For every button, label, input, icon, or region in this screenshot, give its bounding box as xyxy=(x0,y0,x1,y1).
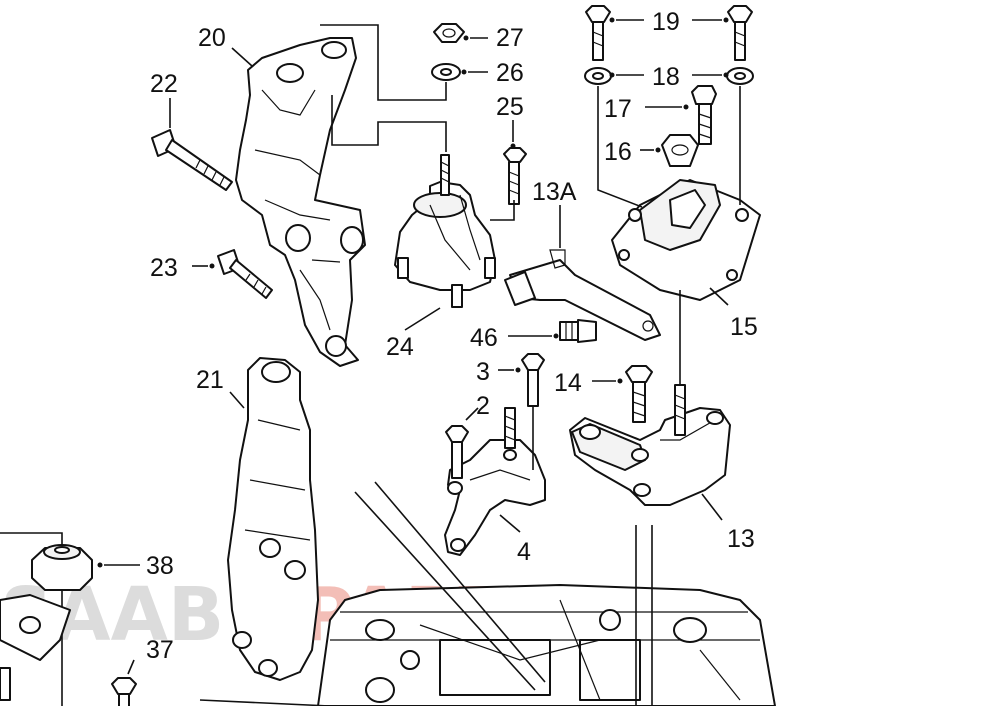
part-18-washer-right xyxy=(726,67,754,85)
part-19-bolt-left xyxy=(585,5,611,61)
part-37-bolt xyxy=(111,677,137,706)
part-15-upper-mount xyxy=(611,179,761,301)
callout-27: 27 xyxy=(496,24,524,52)
callout-14: 14 xyxy=(554,369,582,397)
callout-20: 20 xyxy=(198,24,226,52)
engine-bay-overview xyxy=(317,584,776,706)
part-4-bracket xyxy=(444,407,546,556)
part-13a-stay xyxy=(504,249,661,341)
callout-18: 18 xyxy=(652,63,680,91)
callout-23: 23 xyxy=(150,254,178,282)
callout-3: 3 xyxy=(476,358,490,386)
part-14-bolt xyxy=(625,365,653,423)
callout-16: 16 xyxy=(604,138,632,166)
part-16-nut xyxy=(661,134,699,167)
part-38-bushing xyxy=(31,544,93,591)
callout-2: 2 xyxy=(476,392,490,420)
callout-26: 26 xyxy=(496,59,524,87)
part-20-engine-bracket xyxy=(235,37,366,367)
callout-15: 15 xyxy=(730,313,758,341)
callout-21: 21 xyxy=(196,366,224,394)
lower-arm xyxy=(0,594,71,661)
part-27-nut xyxy=(433,23,465,43)
leader-lines xyxy=(97,17,729,675)
part-13-gearbox-mount xyxy=(569,384,731,506)
callout-25: 25 xyxy=(496,93,524,121)
part-22-bolt xyxy=(151,129,233,191)
callout-4: 4 xyxy=(517,538,531,566)
part-26-washer xyxy=(431,63,461,81)
part-21-subframe-member xyxy=(227,357,319,681)
part-46-bolt xyxy=(559,319,597,343)
callout-38: 38 xyxy=(146,552,174,580)
callout-19: 19 xyxy=(652,8,680,36)
callout-13: 13 xyxy=(727,525,755,553)
callout-labels: 20 22 23 27 26 25 13A 19 18 17 16 15 24 … xyxy=(146,8,758,664)
part-2-bolt xyxy=(445,425,469,479)
callout-13a: 13A xyxy=(532,178,577,206)
part-19-bolt-right xyxy=(727,5,753,61)
part-24-engine-mount xyxy=(394,154,496,308)
part-17-bolt xyxy=(691,85,717,145)
part-23-bolt xyxy=(217,249,273,299)
callout-24: 24 xyxy=(386,333,414,361)
part-25-bolt xyxy=(503,147,527,205)
callout-17: 17 xyxy=(604,95,632,123)
part-18-washer-left xyxy=(584,67,612,85)
callout-37: 37 xyxy=(146,636,174,664)
small-bolt-left xyxy=(0,667,11,701)
part-3-bolt xyxy=(521,353,545,407)
callout-46: 46 xyxy=(470,324,498,352)
callout-22: 22 xyxy=(150,70,178,98)
